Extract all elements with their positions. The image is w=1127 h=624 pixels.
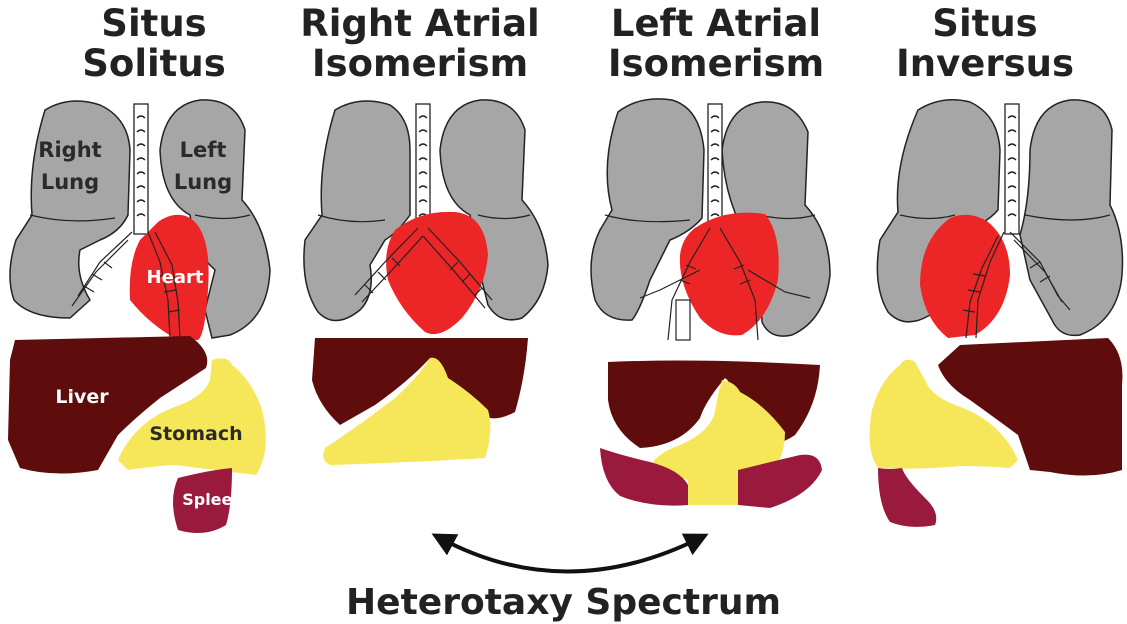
heart: [386, 212, 488, 334]
spleen: [878, 468, 936, 527]
trachea: [1005, 104, 1019, 234]
left-lung-label-line1: Left: [180, 138, 227, 162]
panel-situs-inversus: [870, 100, 1123, 527]
trachea: [416, 104, 430, 229]
heterotaxy-spectrum-caption: Heterotaxy Spectrum: [0, 582, 1127, 623]
left-lung-label-line2: Lung: [174, 170, 232, 194]
liver-label: Liver: [55, 386, 109, 408]
panel-left-atrial-isomerism: [591, 99, 830, 508]
trachea: [134, 104, 148, 234]
spleen-label: Spleen: [182, 490, 244, 509]
right-lung: [10, 101, 130, 318]
heterotaxy-double-arrow: [440, 538, 700, 572]
panel-right-atrial-isomerism: [304, 100, 548, 465]
right-lung-label-line2: Lung: [41, 170, 99, 194]
trachea: [708, 104, 722, 229]
heart-label: Heart: [147, 267, 204, 288]
left-lung: [1020, 100, 1123, 336]
right-lung-label-line1: Right: [38, 138, 101, 162]
stomach-label: Stomach: [149, 423, 242, 445]
panel-situs-solitus: [8, 100, 270, 533]
